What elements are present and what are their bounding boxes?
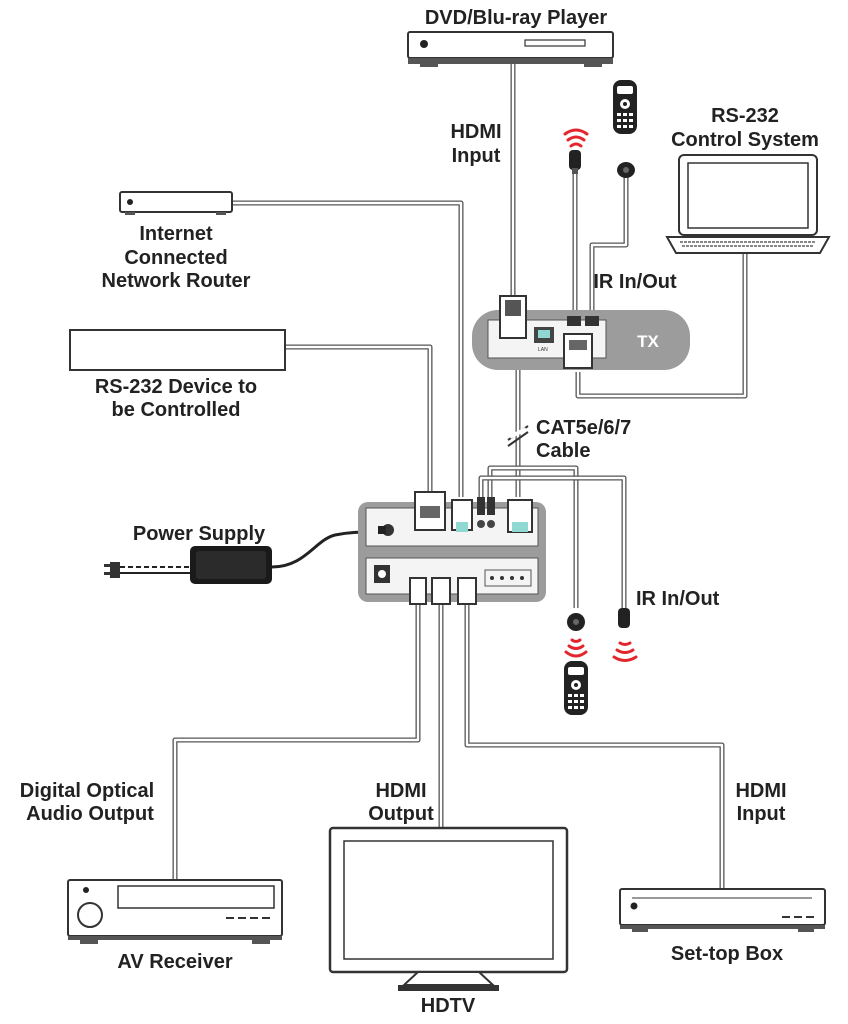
label-hdmi-input-top-1: HDMI xyxy=(450,121,501,143)
ir-signal-bottom-icon-right xyxy=(612,641,638,662)
label-hdtv: HDTV xyxy=(421,995,476,1017)
ir-signal-top-icon xyxy=(563,128,589,148)
label-hdmi-output-1: HDMI xyxy=(375,780,426,802)
ir-blaster-top-icon xyxy=(569,150,581,174)
label-av-receiver: AV Receiver xyxy=(117,951,232,973)
label-hdmi-input-bottom-2: Input xyxy=(737,803,786,825)
ir-blaster-bottom-icon xyxy=(618,608,630,628)
label-rs232-device-1: RS-232 Device to xyxy=(95,376,257,398)
label-cable-1: CAT5e/6/7 xyxy=(536,417,631,439)
label-router-1: Internet xyxy=(139,223,213,245)
label-router-2: Connected xyxy=(124,247,227,269)
dvd-power-icon xyxy=(420,40,428,48)
rx-hdmi-in-port xyxy=(457,577,477,605)
ir-remote-bottom-icon xyxy=(564,661,588,715)
label-router-3: Network Router xyxy=(102,270,251,292)
set-top-box xyxy=(619,888,826,932)
ir-receiver-bottom-icon xyxy=(567,613,585,631)
svg-text:LAN: LAN xyxy=(538,347,548,353)
label-digital-optical-2: Audio Output xyxy=(26,803,154,825)
tx-label: TX xyxy=(637,332,659,351)
rs232-device xyxy=(69,329,286,371)
label-ir-in-out-bottom: IR In/Out xyxy=(636,588,720,610)
network-router xyxy=(119,191,233,215)
tx-rs232-connector xyxy=(563,333,593,369)
label-rs232-device-2: be Controlled xyxy=(112,399,241,421)
cable-ir-top-receiver xyxy=(589,177,629,318)
rx-optical-port xyxy=(409,577,427,605)
label-digital-optical-1: Digital Optical xyxy=(20,780,154,802)
cables xyxy=(120,60,748,889)
label-rs232-control-2: Control System xyxy=(671,129,819,151)
label-hdmi-input-bottom-1: HDMI xyxy=(735,780,786,802)
rx-hdmi-out-port xyxy=(431,577,451,605)
cable-rs232-device-to-rx xyxy=(285,344,433,492)
label-hdmi-input-top-2: Input xyxy=(452,145,501,167)
av-receiver xyxy=(67,879,283,944)
label-cable-2: Cable xyxy=(536,440,590,462)
hdtv xyxy=(328,826,569,991)
av-receiver-volume-knob xyxy=(77,902,103,928)
tx-unit: LAN TX xyxy=(472,295,690,370)
label-rs232-control-1: RS-232 xyxy=(711,105,779,127)
label-hdmi-output-2: Output xyxy=(368,803,434,825)
label-set-top-box: Set-top Box xyxy=(671,943,783,965)
dvd-player xyxy=(407,31,614,67)
ir-remote-top-icon xyxy=(613,80,637,134)
label-power-supply: Power Supply xyxy=(133,523,266,545)
label-ir-in-out-top: IR In/Out xyxy=(593,271,677,293)
power-supply xyxy=(104,546,272,584)
rs232-control-laptop xyxy=(665,154,831,254)
ir-signal-bottom-icon-left xyxy=(564,638,588,658)
ir-receiver-top-icon xyxy=(617,162,635,178)
label-dvd-player: DVD/Blu-ray Player xyxy=(425,7,608,29)
rx-unit xyxy=(358,491,546,605)
